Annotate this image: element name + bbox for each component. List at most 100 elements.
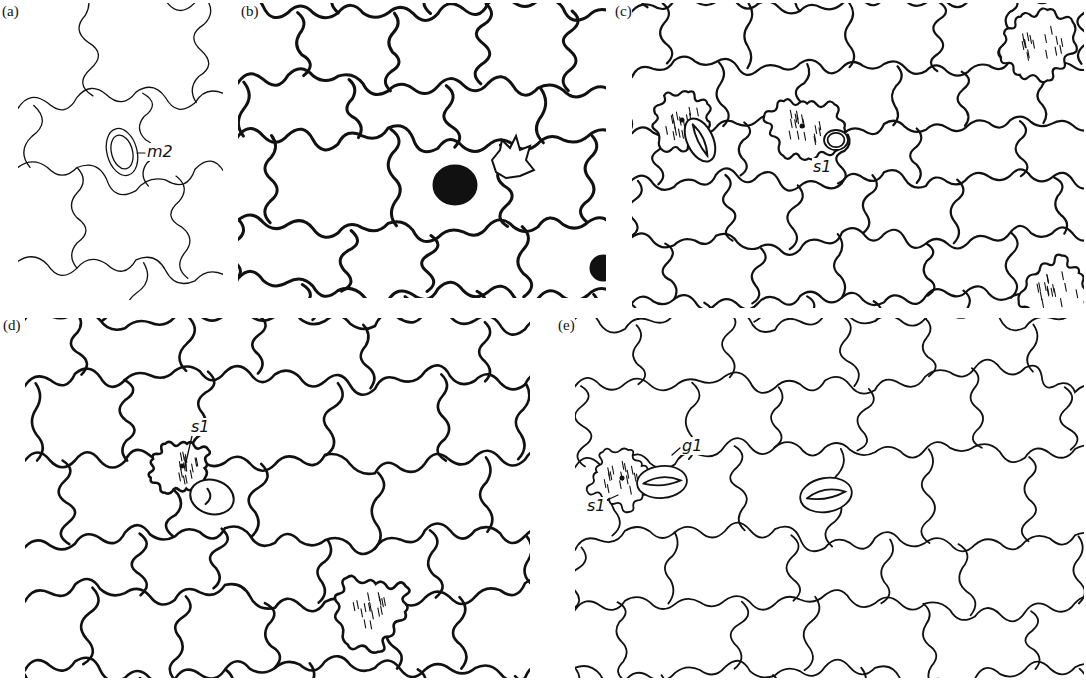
guard-cells [636, 464, 689, 500]
hatch-mark [797, 111, 799, 119]
cell-wall [632, 167, 1084, 190]
cell-wall [616, 602, 626, 678]
cell-wall [252, 318, 265, 374]
hatch-mark [815, 126, 817, 134]
hatch-mark [379, 597, 381, 605]
cell-wall [660, 3, 672, 63]
cell-wall [25, 579, 530, 612]
cell-wall [25, 447, 530, 476]
cell-wall [1025, 611, 1039, 669]
cell-wall [931, 3, 946, 71]
cell-wall [536, 88, 545, 143]
cell-wall [192, 3, 210, 103]
hatch-mark [378, 608, 380, 616]
cell-wall [438, 374, 450, 460]
cell-wall [923, 319, 936, 377]
hatch-mark [689, 107, 691, 115]
cell-wall [863, 175, 877, 233]
cell-wall [475, 4, 491, 84]
stoma [101, 125, 142, 179]
hatch-mark [804, 132, 806, 140]
stomatal-pore [203, 489, 212, 505]
cell-panel [575, 318, 1084, 678]
cell-wall [653, 675, 666, 678]
cell-panel [25, 318, 530, 678]
cell-wall [179, 318, 194, 371]
cell-wall [340, 231, 357, 292]
cell-wall [170, 597, 191, 679]
cell-wall [632, 302, 639, 308]
dark-stoma [591, 256, 606, 280]
hatch-mark [370, 621, 372, 629]
cell-wall [59, 461, 75, 545]
cell-wall [575, 360, 1084, 397]
cell-wall [840, 318, 859, 386]
cell-wall [24, 105, 43, 167]
cell-wall [752, 318, 764, 322]
hatch-mark [195, 458, 197, 466]
cell-wall [580, 136, 596, 223]
hatch-mark [1065, 283, 1067, 291]
cell-wall [787, 535, 801, 601]
cell-wall [265, 136, 277, 223]
cell-wall [249, 464, 268, 536]
cell-wall [25, 318, 530, 335]
cell-wall [1077, 3, 1084, 64]
cell-wall [509, 676, 523, 678]
cell-wall [921, 449, 935, 543]
panel-letter: (e) [557, 317, 576, 334]
hatch-mark [610, 472, 612, 480]
cell-wall [120, 380, 135, 461]
cell-wall [238, 124, 606, 151]
cell-wall [516, 384, 529, 459]
cell-wall [744, 3, 752, 68]
cell-wall [1006, 233, 1018, 298]
hatch-mark [1062, 272, 1064, 280]
cell-wall [428, 530, 443, 597]
cell-wall [1054, 178, 1067, 234]
cell-wall [874, 301, 888, 308]
hatch-mark [1040, 292, 1042, 300]
nucleus-dot [620, 476, 625, 481]
cell-wall [722, 318, 735, 377]
cell-wall [958, 544, 975, 615]
cell-wall [25, 524, 530, 555]
hatch-mark [1033, 40, 1035, 48]
hatch-mark [608, 468, 610, 476]
cell-wall [238, 271, 606, 298]
cell-panel [632, 3, 1084, 308]
hatch-mark [1061, 299, 1063, 307]
leader-line [605, 495, 618, 501]
cell-wall [102, 318, 120, 321]
hatch-mark [372, 611, 374, 619]
cell-wall [479, 322, 490, 381]
stomatal-pore [643, 476, 681, 487]
hatch-mark [370, 603, 372, 611]
hatch-mark [791, 119, 793, 127]
hatch-mark [630, 486, 632, 494]
subsidiary-cell [335, 576, 410, 653]
cell-wall [665, 532, 678, 603]
hatch-mark [625, 464, 627, 472]
cell-wall [132, 534, 147, 596]
hatch-mark [1051, 26, 1053, 34]
hatch-mark [814, 137, 816, 145]
hatch-mark [180, 453, 182, 461]
cell-wall [971, 368, 984, 448]
hatch-mark [192, 464, 194, 472]
hatch-mark [1060, 45, 1062, 53]
cell-wall [238, 3, 606, 21]
cell-wall [525, 536, 530, 584]
cell-wall [923, 604, 936, 678]
stoma [797, 474, 854, 517]
hatch-mark [1025, 40, 1027, 48]
cell-wall [924, 244, 935, 296]
cell-wall [1073, 536, 1084, 603]
hatch-mark [672, 114, 674, 122]
hatch-mark [797, 131, 799, 139]
hatch-mark [612, 466, 614, 474]
cell-wall [845, 3, 854, 67]
guard-cells [678, 114, 721, 167]
hatch-mark [186, 475, 188, 483]
